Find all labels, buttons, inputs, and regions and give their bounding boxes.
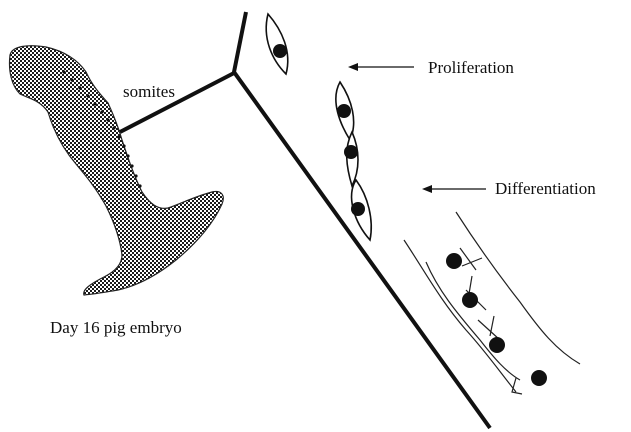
differentiation-arrow (422, 185, 486, 193)
cell-4 (351, 180, 371, 240)
pig-embryo-shape (9, 46, 223, 295)
cell-2 (336, 82, 354, 140)
cell-1 (266, 14, 288, 74)
differentiating-fibers (404, 212, 580, 394)
somites-label: somites (123, 82, 175, 101)
cell-3 (344, 132, 358, 186)
proliferation-arrow (348, 63, 414, 71)
proliferating-cells (266, 14, 371, 240)
somites-pointer-line (120, 72, 236, 132)
proliferation-label: Proliferation (428, 58, 514, 77)
differentiation-label: Differentiation (495, 179, 596, 198)
embryo-caption: Day 16 pig embryo (50, 318, 182, 337)
